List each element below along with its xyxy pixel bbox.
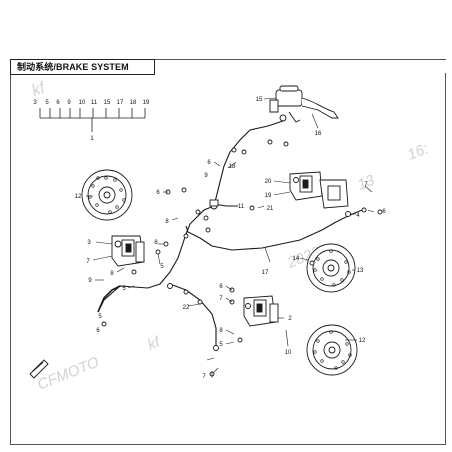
callout-group-9: 9 — [67, 100, 71, 106]
watermark-kf-top: kf — [30, 79, 49, 100]
brake-disc-front-left — [81, 169, 133, 221]
callout-5-lowleft: 5 — [98, 314, 102, 320]
callout-3: 3 — [87, 240, 91, 246]
watermark-layer: kf CFMOTO kf 2022 16: 13 — [30, 79, 431, 394]
callout-7-bottom: 7 — [202, 374, 206, 380]
callout-16: 16 — [315, 131, 322, 137]
callout-5-left: 5 — [160, 264, 164, 270]
callout-12-right: 12 — [359, 338, 366, 344]
callout-19: 19 — [265, 193, 272, 199]
title-box: 制动系统/BRAKE SYSTEM — [10, 59, 155, 75]
callout-9-left: 9 — [88, 278, 92, 284]
watermark-time: 16: — [405, 140, 431, 164]
callout-5-bottom: 5 — [219, 342, 223, 348]
brake-disc-lower-right — [306, 324, 358, 376]
caliper-upper-right — [289, 171, 349, 209]
callout-20: 20 — [265, 179, 272, 185]
callout-7-left: 7 — [86, 259, 90, 265]
flex-hose-left — [97, 285, 121, 313]
callout-6-top: 6 — [207, 160, 211, 166]
callout-6-left: 6 — [156, 190, 160, 196]
callout-18: 18 — [229, 164, 236, 170]
frame-top-line — [153, 59, 446, 74]
callout-8-upper: 8 — [165, 219, 169, 225]
callout-group-17: 17 — [117, 100, 124, 106]
callout-group-10: 10 — [79, 100, 86, 106]
callout-8-low: 8 — [110, 271, 114, 277]
callout-6-lowleft: 6 — [96, 328, 100, 334]
brake-hose-lines — [99, 120, 363, 346]
callout-21: 21 — [267, 206, 274, 212]
part-callouts: 15 16 18 6 9 12 6 8 11 21 20 19 7 6 4 3 … — [75, 97, 387, 380]
callout-17: 17 — [262, 270, 269, 276]
watermark-num: 13 — [355, 171, 377, 193]
group-callout-labels: 3 5 6 9 10 11 15 17 18 19 1 — [33, 100, 150, 142]
callout-8-bottom: 8 — [219, 328, 223, 334]
callout-6-mid: 6 — [219, 284, 223, 290]
callout-group-5: 5 — [45, 100, 49, 106]
callout-group-6: 6 — [56, 100, 60, 106]
callout-group-15: 15 — [104, 100, 111, 106]
callout-group-11: 11 — [91, 100, 98, 106]
callout-15: 15 — [256, 97, 263, 103]
page-title: 制动系统/BRAKE SYSTEM — [17, 62, 129, 72]
callout-5-hose: 5 — [122, 286, 126, 292]
master-cylinder — [269, 85, 339, 123]
callout-22: 22 — [183, 305, 190, 311]
callout-10: 10 — [285, 350, 292, 356]
callout-8-mid: 8 — [154, 240, 158, 246]
callout-group-19: 19 — [143, 100, 150, 106]
caliper-front-left — [111, 235, 145, 267]
leader-lines — [86, 97, 375, 378]
callout-4: 4 — [356, 213, 360, 219]
callout-group-18: 18 — [130, 100, 137, 106]
callout-7-mid: 7 — [219, 296, 223, 302]
brake-disc-rear-right — [306, 243, 356, 293]
callout-9-top: 9 — [204, 173, 208, 179]
frame-border — [10, 73, 446, 445]
callout-13: 13 — [357, 268, 364, 274]
callout-12-left: 12 — [75, 194, 82, 200]
callout-group-parent-1: 1 — [90, 136, 94, 142]
watermark-kf-mid: kf — [145, 333, 164, 354]
callout-2: 2 — [288, 316, 292, 322]
callout-6-right: 6 — [382, 209, 386, 215]
callout-7-right: 7 — [364, 182, 368, 188]
parts-linework — [81, 85, 383, 378]
watermark-cfmoto: CFMOTO — [35, 354, 102, 394]
callout-group-3: 3 — [33, 100, 37, 106]
callout-11: 11 — [238, 204, 245, 210]
caliper-lower — [243, 295, 279, 327]
group-callout-tree — [39, 108, 146, 132]
callout-14: 14 — [293, 256, 300, 262]
direction-arrow-logo — [29, 359, 49, 379]
